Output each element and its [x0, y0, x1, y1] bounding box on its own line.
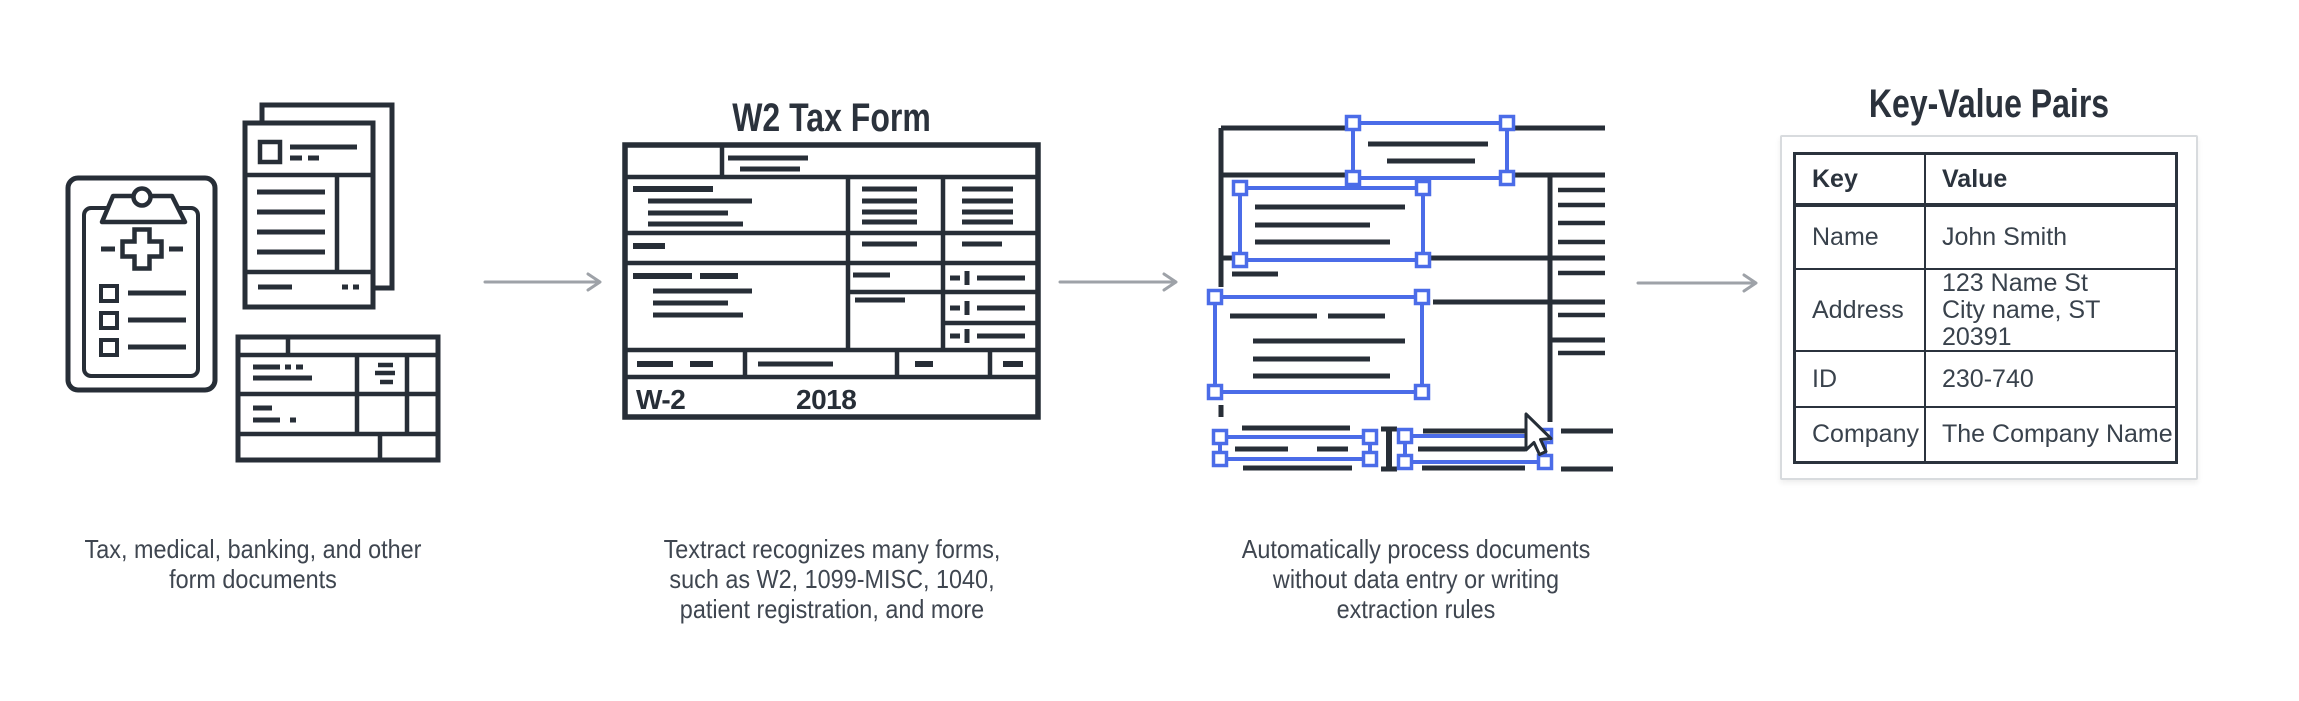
kv-row-value: 123 Name St City name, ST 20391 [1926, 269, 2175, 352]
selection-box [1238, 186, 1425, 262]
kv-row-value: John Smith [1926, 207, 2175, 270]
selection-boxes [1206, 114, 1554, 471]
selection-handles [1206, 114, 1554, 471]
kv-row-value: 230-740 [1926, 352, 2175, 408]
document-form-icon [242, 102, 395, 310]
caption-line: patient registration, and more [679, 594, 985, 624]
kv-row-key: Address [1796, 270, 1926, 352]
clipboard-medical-icon [65, 175, 218, 393]
key-value-card: Key Value Name John Smith Address 123 Na… [1780, 135, 2198, 480]
kv-row-key: Name [1796, 207, 1926, 270]
kv-row-key: ID [1796, 352, 1926, 408]
mouse-cursor-icon [1524, 412, 1553, 456]
flow-arrow [1636, 273, 1758, 293]
key-value-table: Key Value Name John Smith Address 123 Na… [1793, 152, 2178, 464]
caption-line: Textract recognizes many forms, [663, 534, 1001, 564]
w2-form-label: W-2 [636, 384, 686, 415]
flow-arrow [483, 272, 602, 292]
caption-line: form documents [169, 564, 337, 594]
caption-automatic-processing: Automatically process documents without … [1236, 534, 1596, 624]
w2-form-year: 2018 [796, 384, 857, 415]
w2-form-graphic [622, 142, 1041, 420]
w2-form-title: W2 Tax Form [732, 96, 931, 140]
caption-line: without data entry or writing [1272, 564, 1560, 594]
kv-row-key: Company [1796, 408, 1926, 461]
caption-source-documents: Tax, medical, banking, and other form do… [73, 534, 433, 594]
flow-arrow [1058, 272, 1178, 292]
text-cursor-icon [1381, 426, 1397, 472]
caption-line: extraction rules [1336, 594, 1496, 624]
caption-w2-form: Textract recognizes many forms, such as … [652, 534, 1012, 624]
selection-box [1351, 121, 1509, 180]
kv-row-value: The Company Name [1942, 420, 2173, 448]
caption-line: Automatically process documents [1241, 534, 1591, 564]
caption-line: such as W2, 1099-MISC, 1040, [669, 564, 995, 594]
selection-box [1213, 295, 1424, 394]
scanned-document-graphic [1218, 125, 1613, 472]
selection-box [1218, 435, 1372, 461]
key-value-pairs-title: Key-Value Pairs [1868, 82, 2110, 126]
spreadsheet-form-icon [235, 334, 441, 463]
caption-line: Tax, medical, banking, and other [84, 534, 422, 564]
kv-header-value: Value [1926, 155, 2175, 207]
kv-header-key: Key [1796, 155, 1926, 207]
